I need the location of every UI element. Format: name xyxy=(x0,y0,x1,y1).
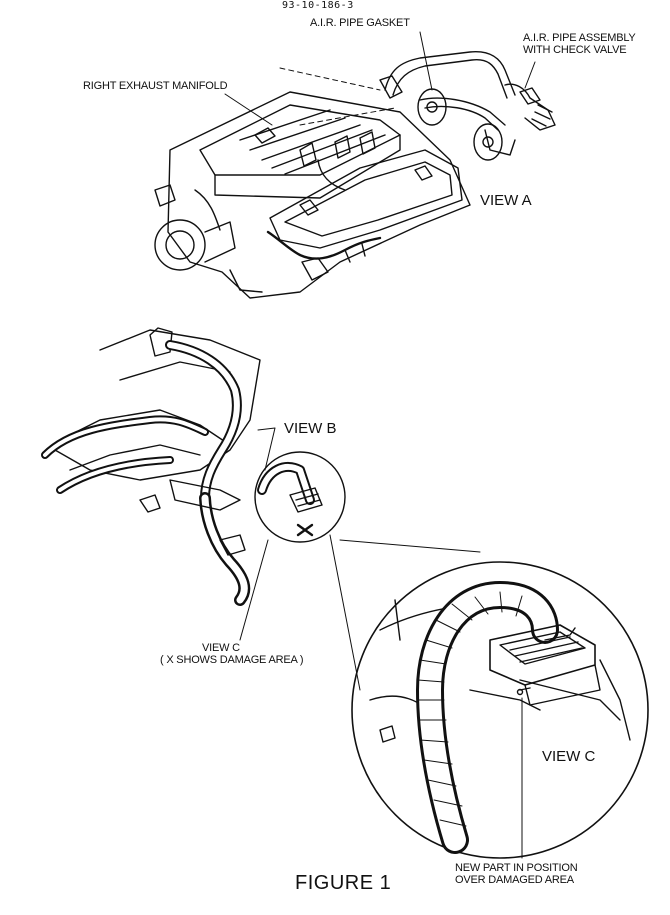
engine-drawing-view-a xyxy=(154,67,471,299)
air-pipe-gasket-lower xyxy=(473,123,503,161)
harness-drawing-view-b xyxy=(41,327,346,641)
label-air-pipe-gasket: A.I.R. PIPE GASKET xyxy=(310,17,410,29)
damage-x-mark xyxy=(296,523,314,537)
document-id: 93-10-186-3 xyxy=(282,0,354,11)
label-view-c-note-1: VIEW C xyxy=(202,642,240,654)
view-c-label: VIEW C xyxy=(542,748,596,765)
view-c-detail-circle xyxy=(351,561,649,859)
view-b-detail-circle xyxy=(254,451,346,543)
label-new-part-1: NEW PART IN POSITION xyxy=(455,862,578,874)
view-a-label: VIEW A xyxy=(480,192,532,209)
label-air-pipe-assembly-1: A.I.R. PIPE ASSEMBLY xyxy=(523,32,636,44)
label-view-c-note-2: ( X SHOWS DAMAGE AREA ) xyxy=(160,654,304,666)
figure-title: FIGURE 1 xyxy=(295,872,392,894)
air-pipe-assembly-drawing xyxy=(379,31,556,161)
label-air-pipe-assembly-2: WITH CHECK VALVE xyxy=(523,44,627,56)
view-b-label: VIEW B xyxy=(284,420,337,437)
label-new-part-2: OVER DAMAGED AREA xyxy=(455,874,574,886)
harness-drawing-view-c xyxy=(351,561,649,859)
projection-line-right xyxy=(339,539,481,553)
projection-line-left xyxy=(329,534,361,691)
label-right-exhaust-manifold: RIGHT EXHAUST MANIFOLD xyxy=(83,80,228,92)
